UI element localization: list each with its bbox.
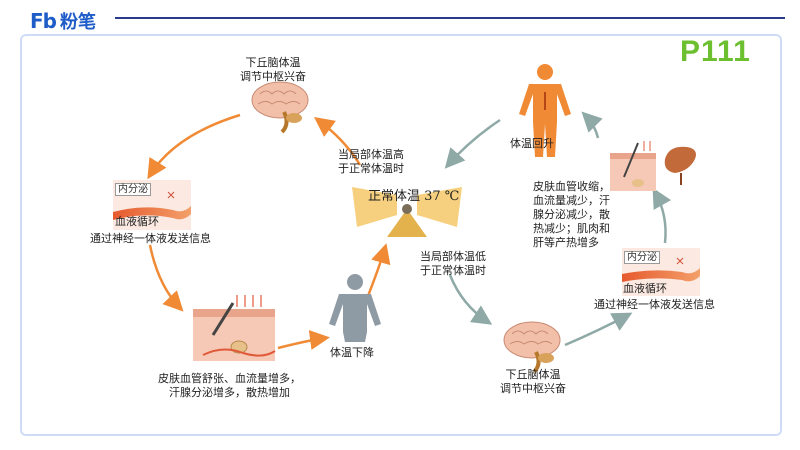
cool-arrows	[444, 111, 672, 347]
right-circulation-label: 血液循环	[623, 282, 667, 295]
left-skin-section-icon	[193, 295, 276, 361]
logo-mark: Fb	[30, 9, 57, 33]
balance-icon	[352, 187, 462, 237]
content-frame	[20, 34, 782, 436]
arrow-to-hypothalamus-top	[313, 117, 362, 166]
right-endocrine-tag: 内分泌	[624, 251, 660, 264]
right-neuro-label: 通过神经一体液发送信息	[594, 298, 715, 311]
arrow-to-right-circulation	[564, 312, 633, 347]
left-neuro-label: 通过神经一体液发送信息	[90, 232, 211, 245]
arrow-to-left-skin	[148, 244, 184, 312]
left-endocrine-tag: 内分泌	[115, 183, 151, 196]
brain-bottom-icon	[503, 321, 561, 374]
logo-text: 粉笔	[59, 12, 96, 33]
hypothalamus-top-label: 下丘脑体温 调节中枢兴奋	[240, 56, 306, 83]
right-skin-section-icon	[610, 141, 656, 191]
arrow-to-left-circulation	[147, 113, 241, 180]
arrow-to-body-warm	[581, 111, 603, 139]
right-skin-label: 皮肤血管收缩， 血流量减少，汗 腺分泌减少，散 热减少；肌肉和 肝等产热增多	[533, 180, 610, 249]
page-number: P111	[680, 35, 751, 68]
liver-icon	[664, 146, 696, 185]
center-temperature-label: 正常体温 37 ℃	[368, 189, 460, 204]
body-warm-label: 体温回升	[510, 137, 554, 150]
brain-top-icon	[251, 81, 309, 134]
below-normal-label: 当局部体温低 于正常体温时	[420, 250, 486, 277]
arrow-to-right-skin	[652, 187, 672, 244]
above-normal-label: 当局部体温高 于正常体温时	[338, 148, 404, 175]
warm-arrows	[147, 113, 391, 350]
body-cool-label: 体温下降	[330, 346, 374, 359]
logo: Fb 粉笔	[30, 8, 96, 34]
arrow-to-center-right	[444, 118, 501, 169]
header-divider	[115, 17, 785, 19]
body-warm-icon	[519, 64, 571, 157]
body-cool-icon	[329, 274, 381, 342]
arrow-to-center-left	[366, 243, 391, 297]
left-circulation-label: 血液循环	[115, 215, 159, 228]
arrow-to-body-cool	[277, 330, 330, 350]
left-skin-label: 皮肤血管舒张、血流量增多， 汗腺分泌增多，散热增加	[158, 372, 301, 399]
hypothalamus-bottom-label: 下丘脑体温 调节中枢兴奋	[500, 368, 566, 395]
arrow-to-hypothalamus-bottom	[448, 274, 493, 325]
